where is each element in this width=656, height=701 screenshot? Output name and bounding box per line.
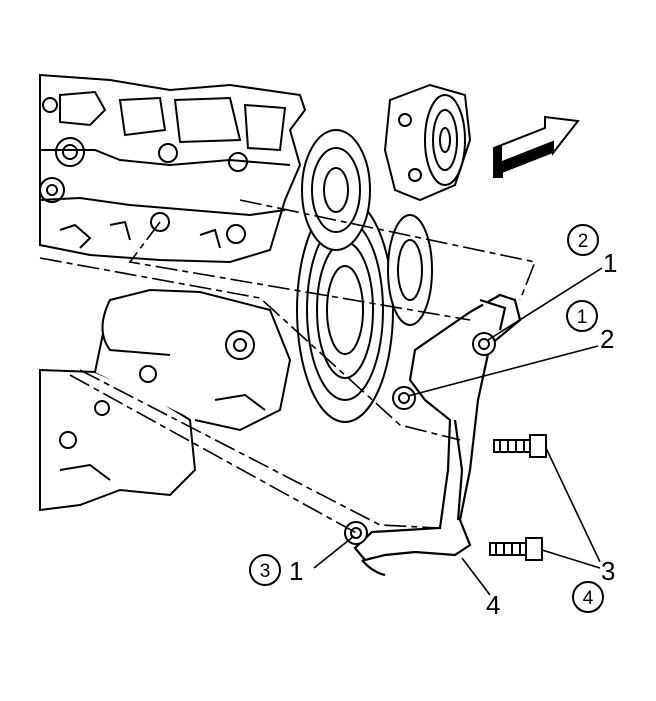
front-arrow-icon <box>493 115 580 178</box>
callout-4: 4 <box>486 590 500 620</box>
callout-2: 2 <box>600 324 614 354</box>
sequence-badge-3: 3 <box>249 554 281 586</box>
bolt-side-lower <box>489 537 543 561</box>
bolt-upper <box>472 332 496 356</box>
mounting-bracket <box>353 293 522 577</box>
bolt-side-upper <box>493 434 547 458</box>
sequence-badge-2: 2 <box>567 224 599 256</box>
callout-3: 3 <box>601 556 615 586</box>
ac-compressor <box>383 83 472 202</box>
oil-pan <box>39 288 292 512</box>
sequence-badge-1: 1 <box>566 300 598 332</box>
svg-text:1: 1 <box>577 307 588 328</box>
leader-lines <box>313 267 603 596</box>
engine-block <box>39 73 307 264</box>
svg-text:3: 3 <box>260 561 271 582</box>
svg-text:4: 4 <box>583 588 594 609</box>
alignment-lines <box>39 199 537 536</box>
callout-1-upper: 1 <box>603 248 617 278</box>
accessory-pulleys <box>296 129 433 423</box>
callout-1-lower: 1 <box>289 556 303 586</box>
svg-text:2: 2 <box>578 231 589 252</box>
bolt-middle <box>392 386 416 410</box>
sequence-badge-4: 4 <box>572 581 604 613</box>
